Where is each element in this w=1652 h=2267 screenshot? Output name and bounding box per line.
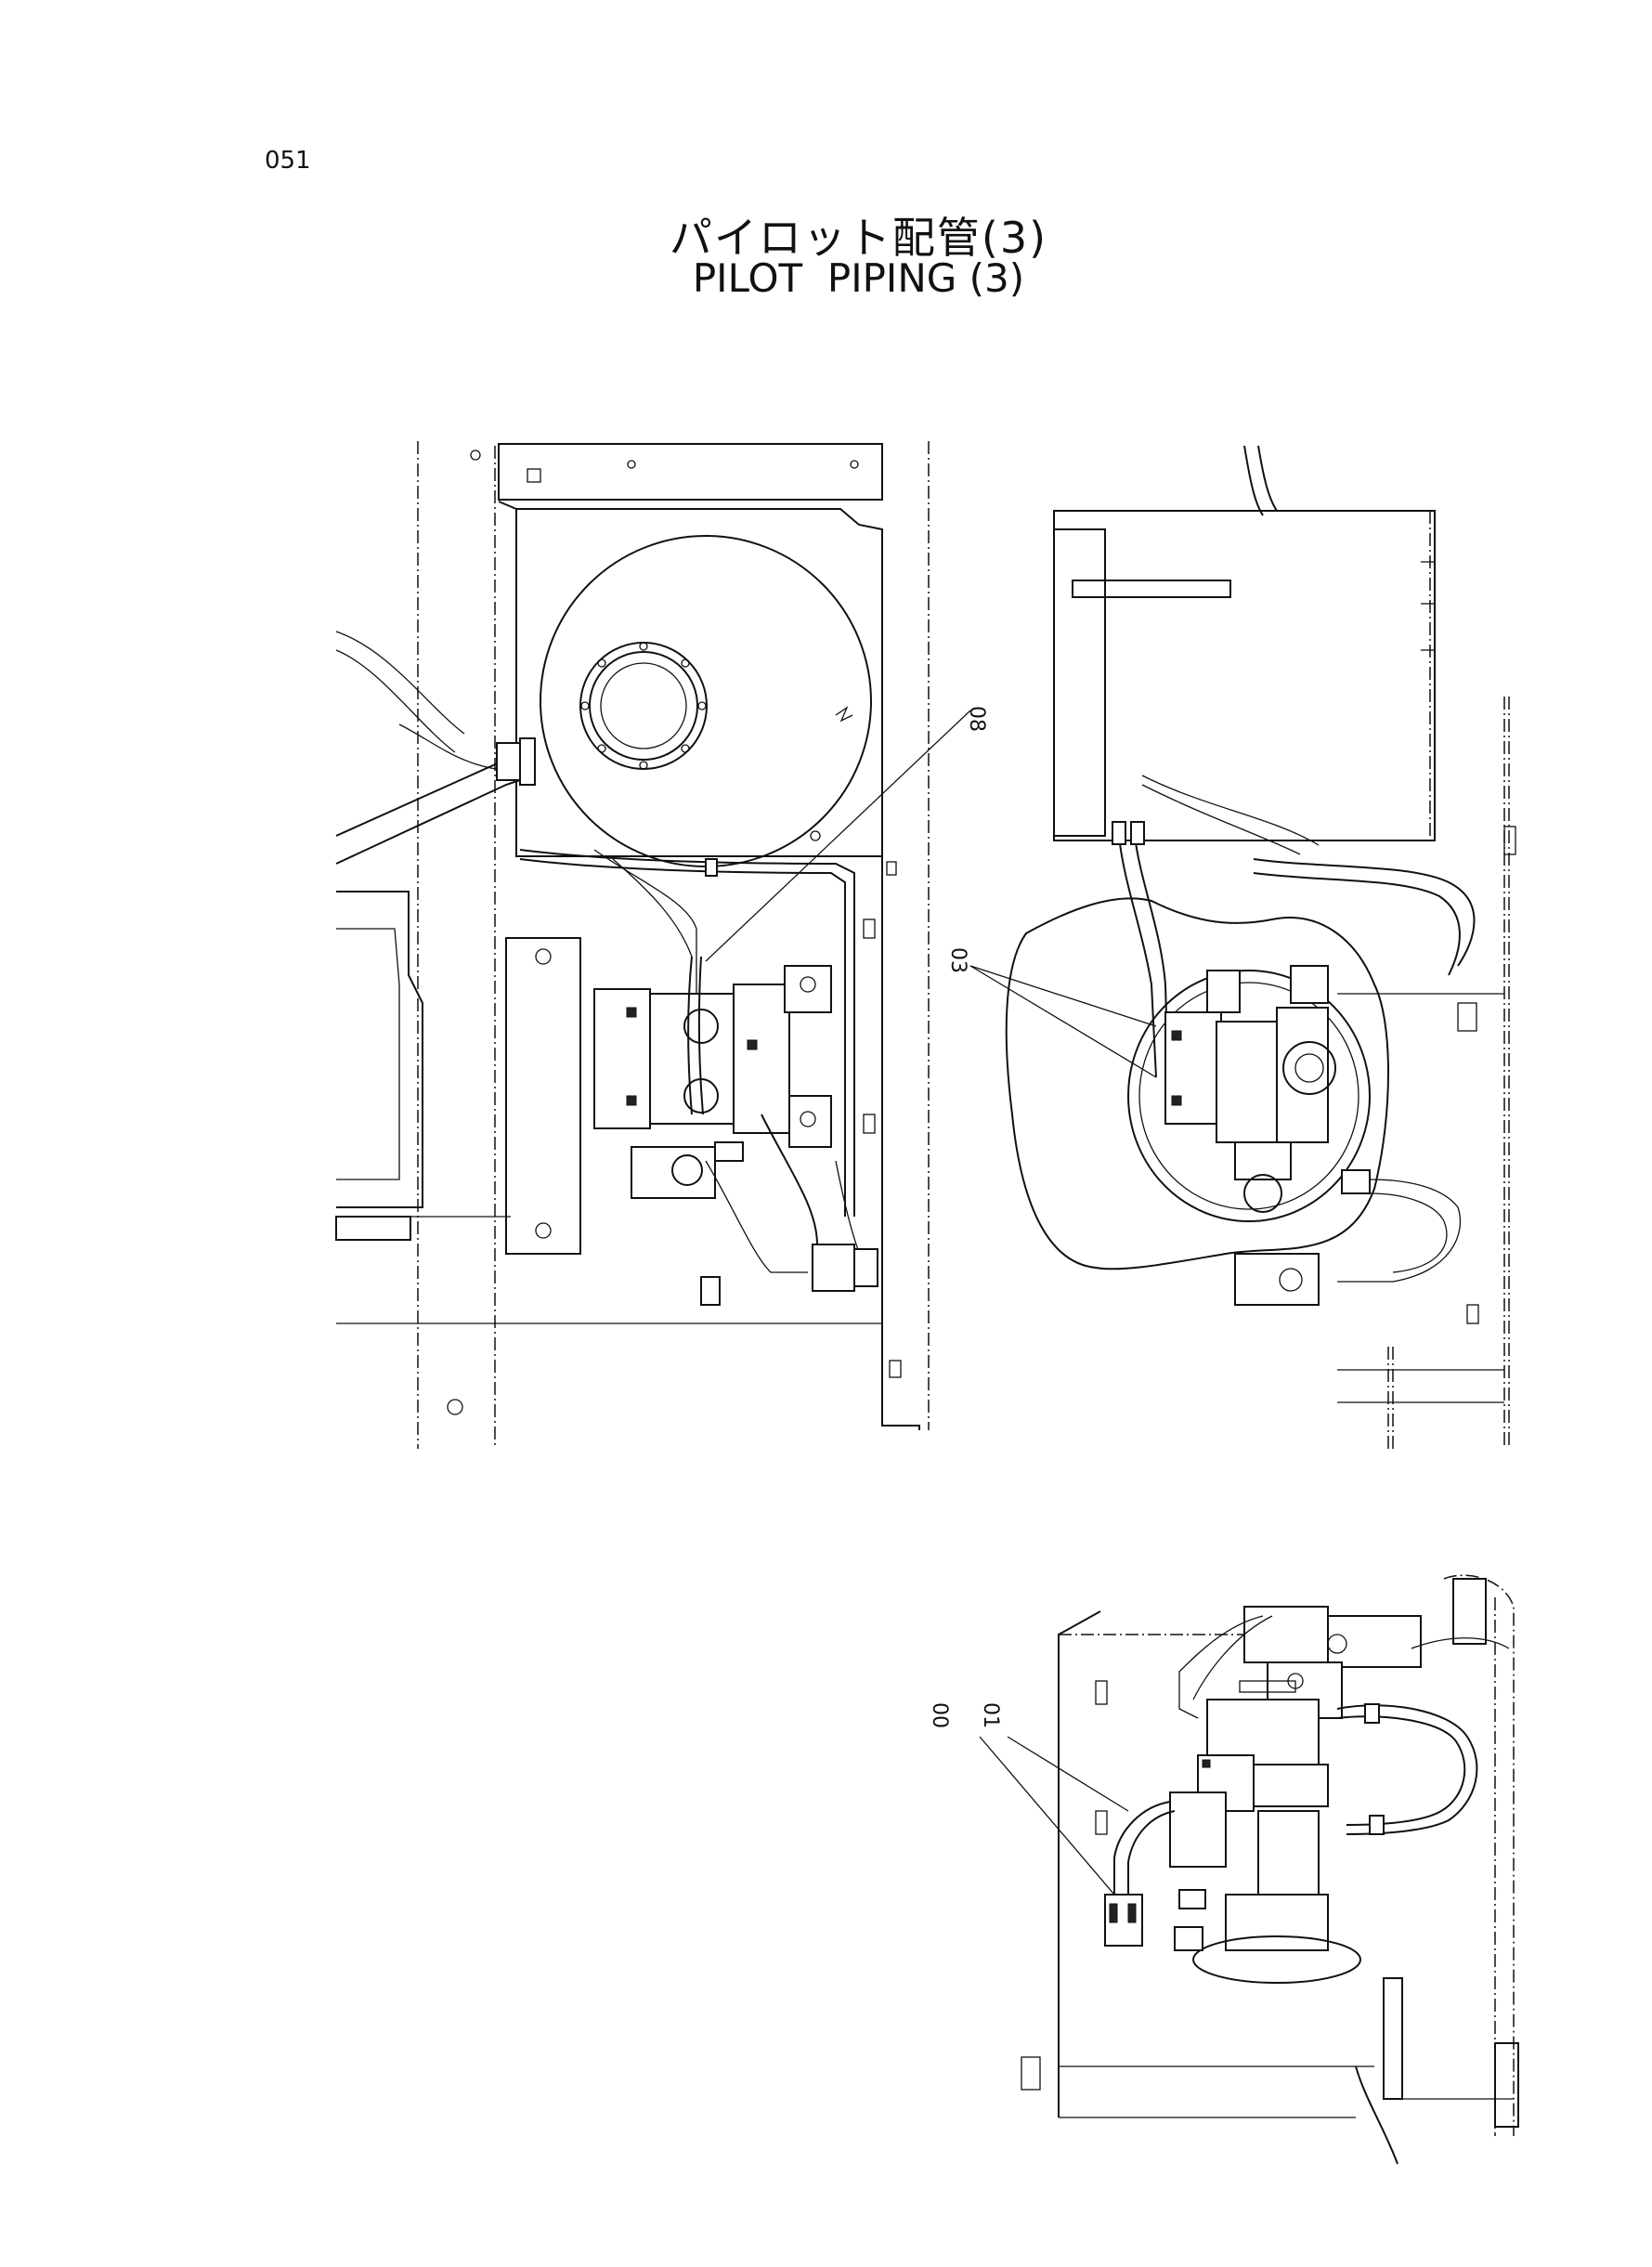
callout-08: 08 bbox=[965, 706, 988, 732]
callout-03: 03 bbox=[946, 947, 969, 973]
left-view bbox=[335, 441, 971, 1449]
title-english: PILOT PIPING (3) bbox=[692, 255, 1025, 301]
bottom-view bbox=[979, 1574, 1519, 2165]
callout-01: 01 bbox=[979, 1702, 1002, 1728]
tank-bolts bbox=[580, 642, 707, 770]
title-japanese: パイロット配管(3) bbox=[669, 213, 1048, 263]
page-number: 051 bbox=[265, 147, 311, 175]
right-view bbox=[969, 445, 1516, 1449]
side-pump bbox=[1164, 965, 1336, 1213]
swing-valve bbox=[1169, 1606, 1422, 1984]
main-pump bbox=[593, 965, 832, 1199]
callout-00: 00 bbox=[928, 1702, 951, 1728]
